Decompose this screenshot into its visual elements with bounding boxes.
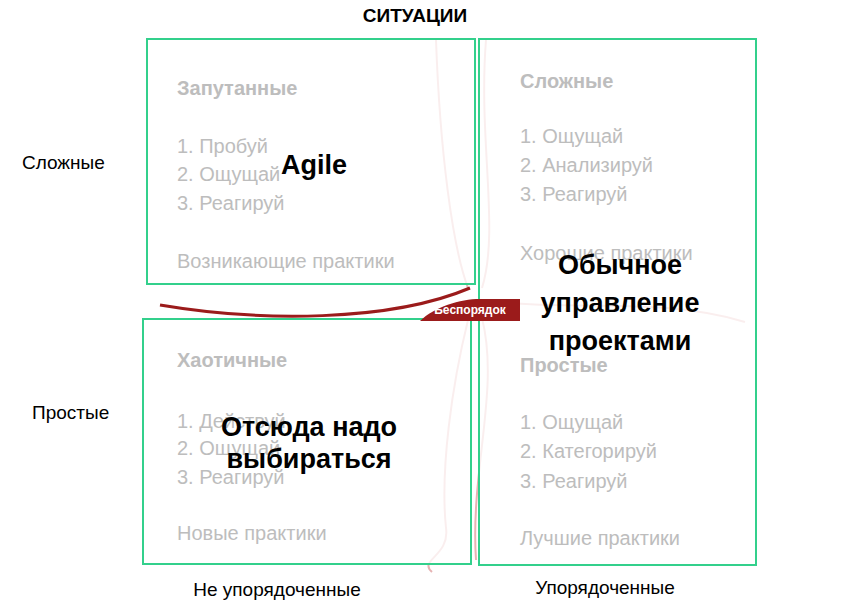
domain-text: 1. Ощущай — [520, 411, 623, 434]
domain-text: 3. Реагируй — [177, 192, 284, 215]
diagram-title: СИТУАЦИИ — [363, 5, 467, 27]
swoosh-curve — [160, 288, 470, 316]
overlay-label: Отсюда надо выбираться — [189, 411, 429, 476]
domain-text: 3. Реагируй — [520, 183, 627, 206]
domain-text: 1. Ощущай — [520, 125, 623, 148]
domain-text: Новые практики — [177, 522, 327, 545]
agile-quadrant: Запутанные 1. Пробуй 2. Ощущай 3. РеагируйВ… — [146, 38, 476, 285]
domain-heading: Беспорядок — [434, 303, 506, 317]
axis-label: Упорядоченные — [535, 577, 675, 599]
domain-text: Возникающие практики — [177, 250, 395, 273]
domain-text: 3. Реагируй — [520, 470, 627, 493]
domain-heading: Сложные — [520, 70, 613, 93]
chaos-quadrant: Хаотичные1. Действуй2. Ощущай3. Реагируй… — [142, 318, 472, 565]
domain-text: 2. Ощущай — [177, 163, 280, 186]
domain-heading: Запутанные — [177, 77, 297, 100]
domain-text: Лучшие практики — [520, 527, 680, 550]
domain-heading: Хаотичные — [177, 349, 287, 372]
axis-label: Не упорядоченные — [193, 579, 360, 601]
axis-label: Простые — [32, 402, 109, 424]
axis-label: Сложные — [22, 152, 105, 174]
domain-heading: Простые — [520, 354, 608, 377]
disorder-zone: Беспорядок — [420, 299, 520, 321]
overlay-label: Agile — [214, 149, 414, 181]
domain-text: 2. Категорируй — [520, 440, 657, 463]
overlay-label: Обычное управление проектами — [505, 247, 735, 360]
domain-text: 1. Пробуй — [177, 135, 268, 158]
domain-text: 2. Анализируй — [520, 154, 653, 177]
